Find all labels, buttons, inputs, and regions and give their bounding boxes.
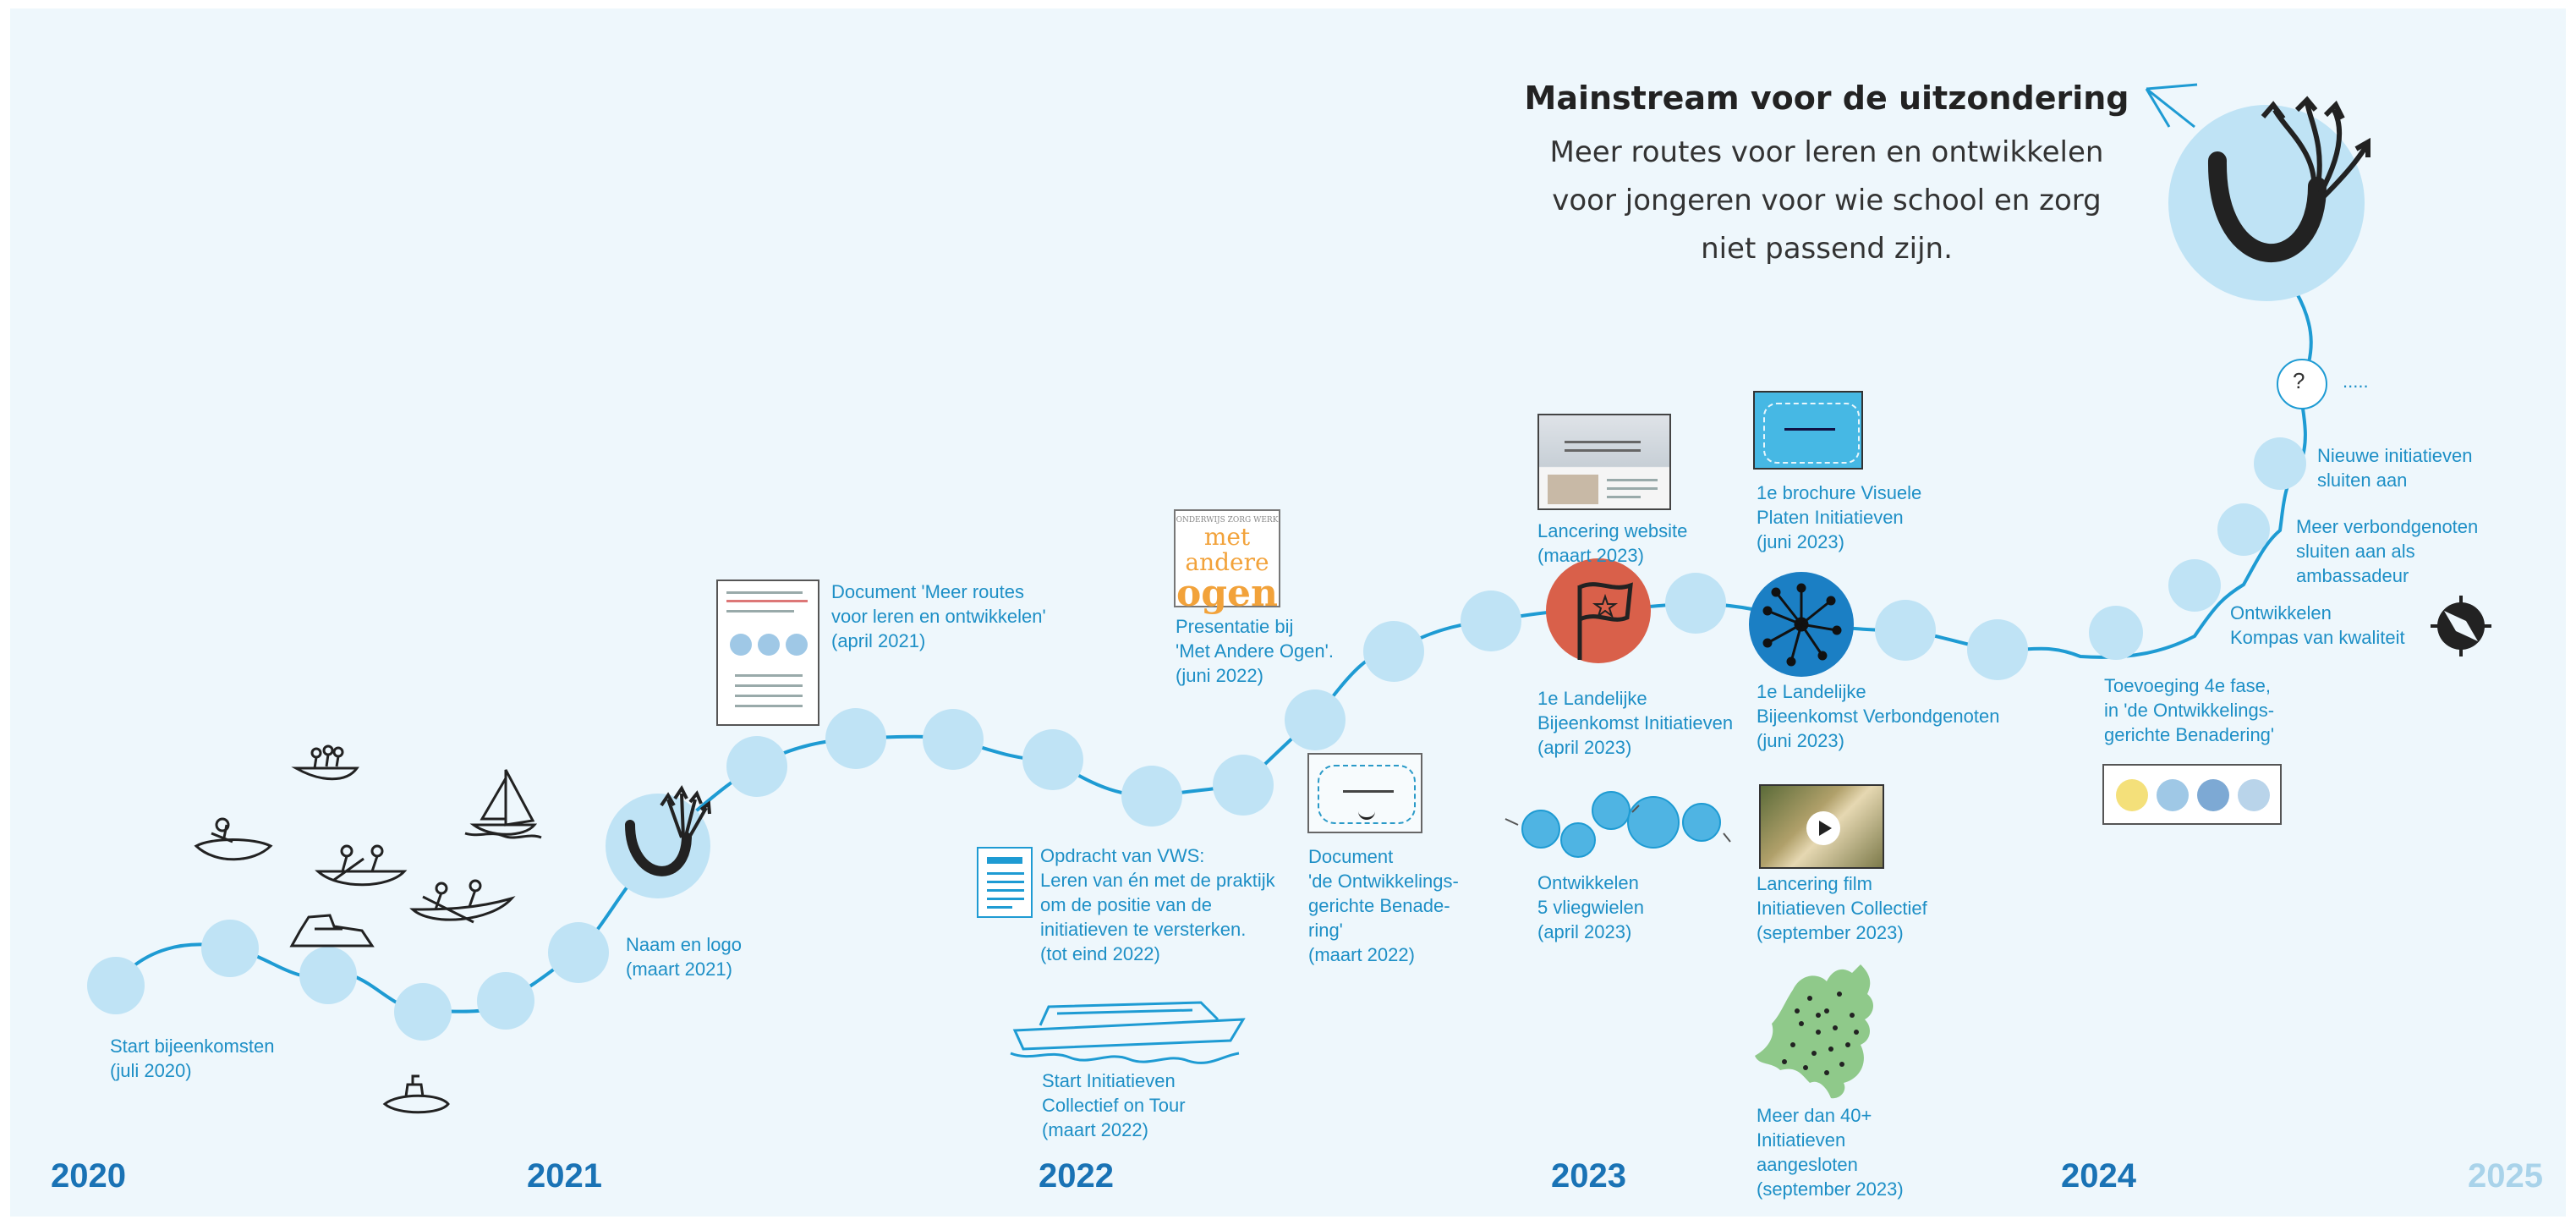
compass-icon [2431, 596, 2491, 656]
benadering-document-thumb [1307, 753, 1422, 833]
timeline-node [2168, 559, 2221, 612]
logo-mid-text: met andere [1185, 523, 1269, 576]
milestone-vliegwielen: Ontwikkelen 5 vliegwielen (april 2023) [1537, 872, 1644, 942]
milestone-opdracht-vws: Opdracht van VWS: Leren van én met de pr… [1040, 845, 1275, 964]
website-thumb [1537, 414, 1671, 510]
timeline-node [87, 957, 145, 1014]
network-node [1749, 572, 1854, 677]
timeline-node [2217, 503, 2270, 556]
document-routes-thumb [716, 580, 819, 726]
met-andere-ogen-thumb: ONDERWIJS ZORG WERK met andere ogen [1174, 509, 1280, 612]
timeline-node [1121, 766, 1182, 827]
timeline-node [394, 983, 452, 1041]
year-2021: 2021 [527, 1157, 602, 1195]
milestone-film: Lancering film Initiatieven Collectief (… [1757, 873, 1927, 943]
milestone-naam-logo: Naam en logo (maart 2021) [626, 934, 742, 980]
milestone-aangesloten: Meer dan 40+ Initiatieven aangesloten (s… [1757, 1105, 1904, 1200]
page-subtitle: Meer routes voor leren en ontwikkelen vo… [1549, 135, 2104, 266]
brochure-thumb [1753, 391, 1863, 470]
question-node [2277, 359, 2327, 409]
flag-icon [1577, 582, 1633, 660]
sailboat-icon [469, 823, 538, 836]
boat-icon [289, 914, 375, 948]
fase4-thumb [2102, 764, 2282, 825]
timeline-node [1022, 729, 1083, 790]
milestone-met-andere-ogen: Presentatie bij 'Met Andere Ogen'. (juni… [1176, 616, 1334, 686]
milestone-kompas: Ontwikkelen Kompas van kwaliteit [2230, 602, 2405, 648]
timeline-node [201, 920, 259, 977]
logo-top-text: ONDERWIJS ZORG WERK [1176, 516, 1279, 525]
milestone-website: Lancering website (maart 2023) [1537, 520, 1688, 566]
ferry-icon [1010, 1001, 1246, 1064]
timeline-node [1363, 621, 1424, 682]
timeline-node [1213, 755, 1274, 816]
timeline-node [825, 708, 886, 769]
boat-icons [194, 744, 542, 1114]
milestone-landelijke-initiatieven: 1e Landelijke Bijeenkomst Initiatieven (… [1537, 688, 1734, 758]
timeline-node [477, 972, 534, 1030]
logo-node [606, 785, 711, 898]
direction-arrow-icon [2145, 83, 2198, 129]
boat-icon [291, 766, 359, 781]
timeline-node [2254, 437, 2306, 490]
timeline-node [1461, 591, 1521, 651]
timeline-node [1875, 600, 1936, 661]
milestone-nieuwe: Nieuwe initiatieven sluiten aan [2317, 445, 2473, 491]
milestone-document-benadering: Document 'de Ontwikkelings- gerichte Ben… [1308, 846, 1459, 965]
page-title: Mainstream voor de uitzondering [1524, 80, 2129, 117]
play-icon[interactable] [1806, 811, 1840, 845]
milestone-ambassadeur: Meer verbondgenoten sluiten aan als amba… [2296, 516, 2479, 586]
rowboat-icon [409, 896, 516, 921]
year-2022: 2022 [1039, 1157, 1114, 1195]
milestone-ellipsis: ..... [2343, 371, 2369, 392]
timeline-node [2089, 606, 2143, 660]
year-2020: 2020 [51, 1157, 126, 1195]
timeline-node [923, 709, 984, 770]
milestone-brochure: 1e brochure Visuele Platen Initiatieven … [1757, 482, 1922, 552]
milestone-document-routes: Document 'Meer routes voor leren en ontw… [831, 581, 1046, 651]
logo-big-text: ogen [1176, 572, 1279, 615]
milestone-on-tour: Start Initiatieven Collectief on Tour (m… [1042, 1070, 1186, 1140]
timeline-node [299, 947, 357, 1004]
film-thumb [1759, 784, 1884, 869]
rowboat-icon [315, 870, 408, 887]
question-mark: ? [2293, 368, 2305, 393]
vliegwiel-icons [1504, 791, 1731, 858]
timeline-node [726, 736, 787, 797]
year-2023: 2023 [1551, 1157, 1626, 1195]
milestone-fase4: Toevoeging 4e fase, in 'de Ontwikkelings… [2104, 675, 2275, 745]
year-2025: 2025 [2468, 1157, 2543, 1195]
big-logo-node [2168, 96, 2370, 301]
netherlands-map-icon [1755, 964, 1874, 1099]
timeline-node [1285, 689, 1346, 750]
submarine-icon [382, 1094, 450, 1114]
year-2024: 2024 [2061, 1157, 2136, 1195]
milestone-landelijke-verbondgenoten: 1e Landelijke Bijeenkomst Verbondgenoten… [1757, 681, 2000, 751]
boat-icon [194, 838, 273, 861]
timeline-node [548, 922, 609, 983]
document-icon [977, 847, 1033, 918]
network-icon [1762, 583, 1842, 667]
flag-node [1546, 558, 1651, 663]
timeline-node [1665, 573, 1726, 634]
timeline-node [1967, 619, 2028, 680]
milestone-start: Start bijeenkomsten (juli 2020) [110, 1035, 275, 1081]
